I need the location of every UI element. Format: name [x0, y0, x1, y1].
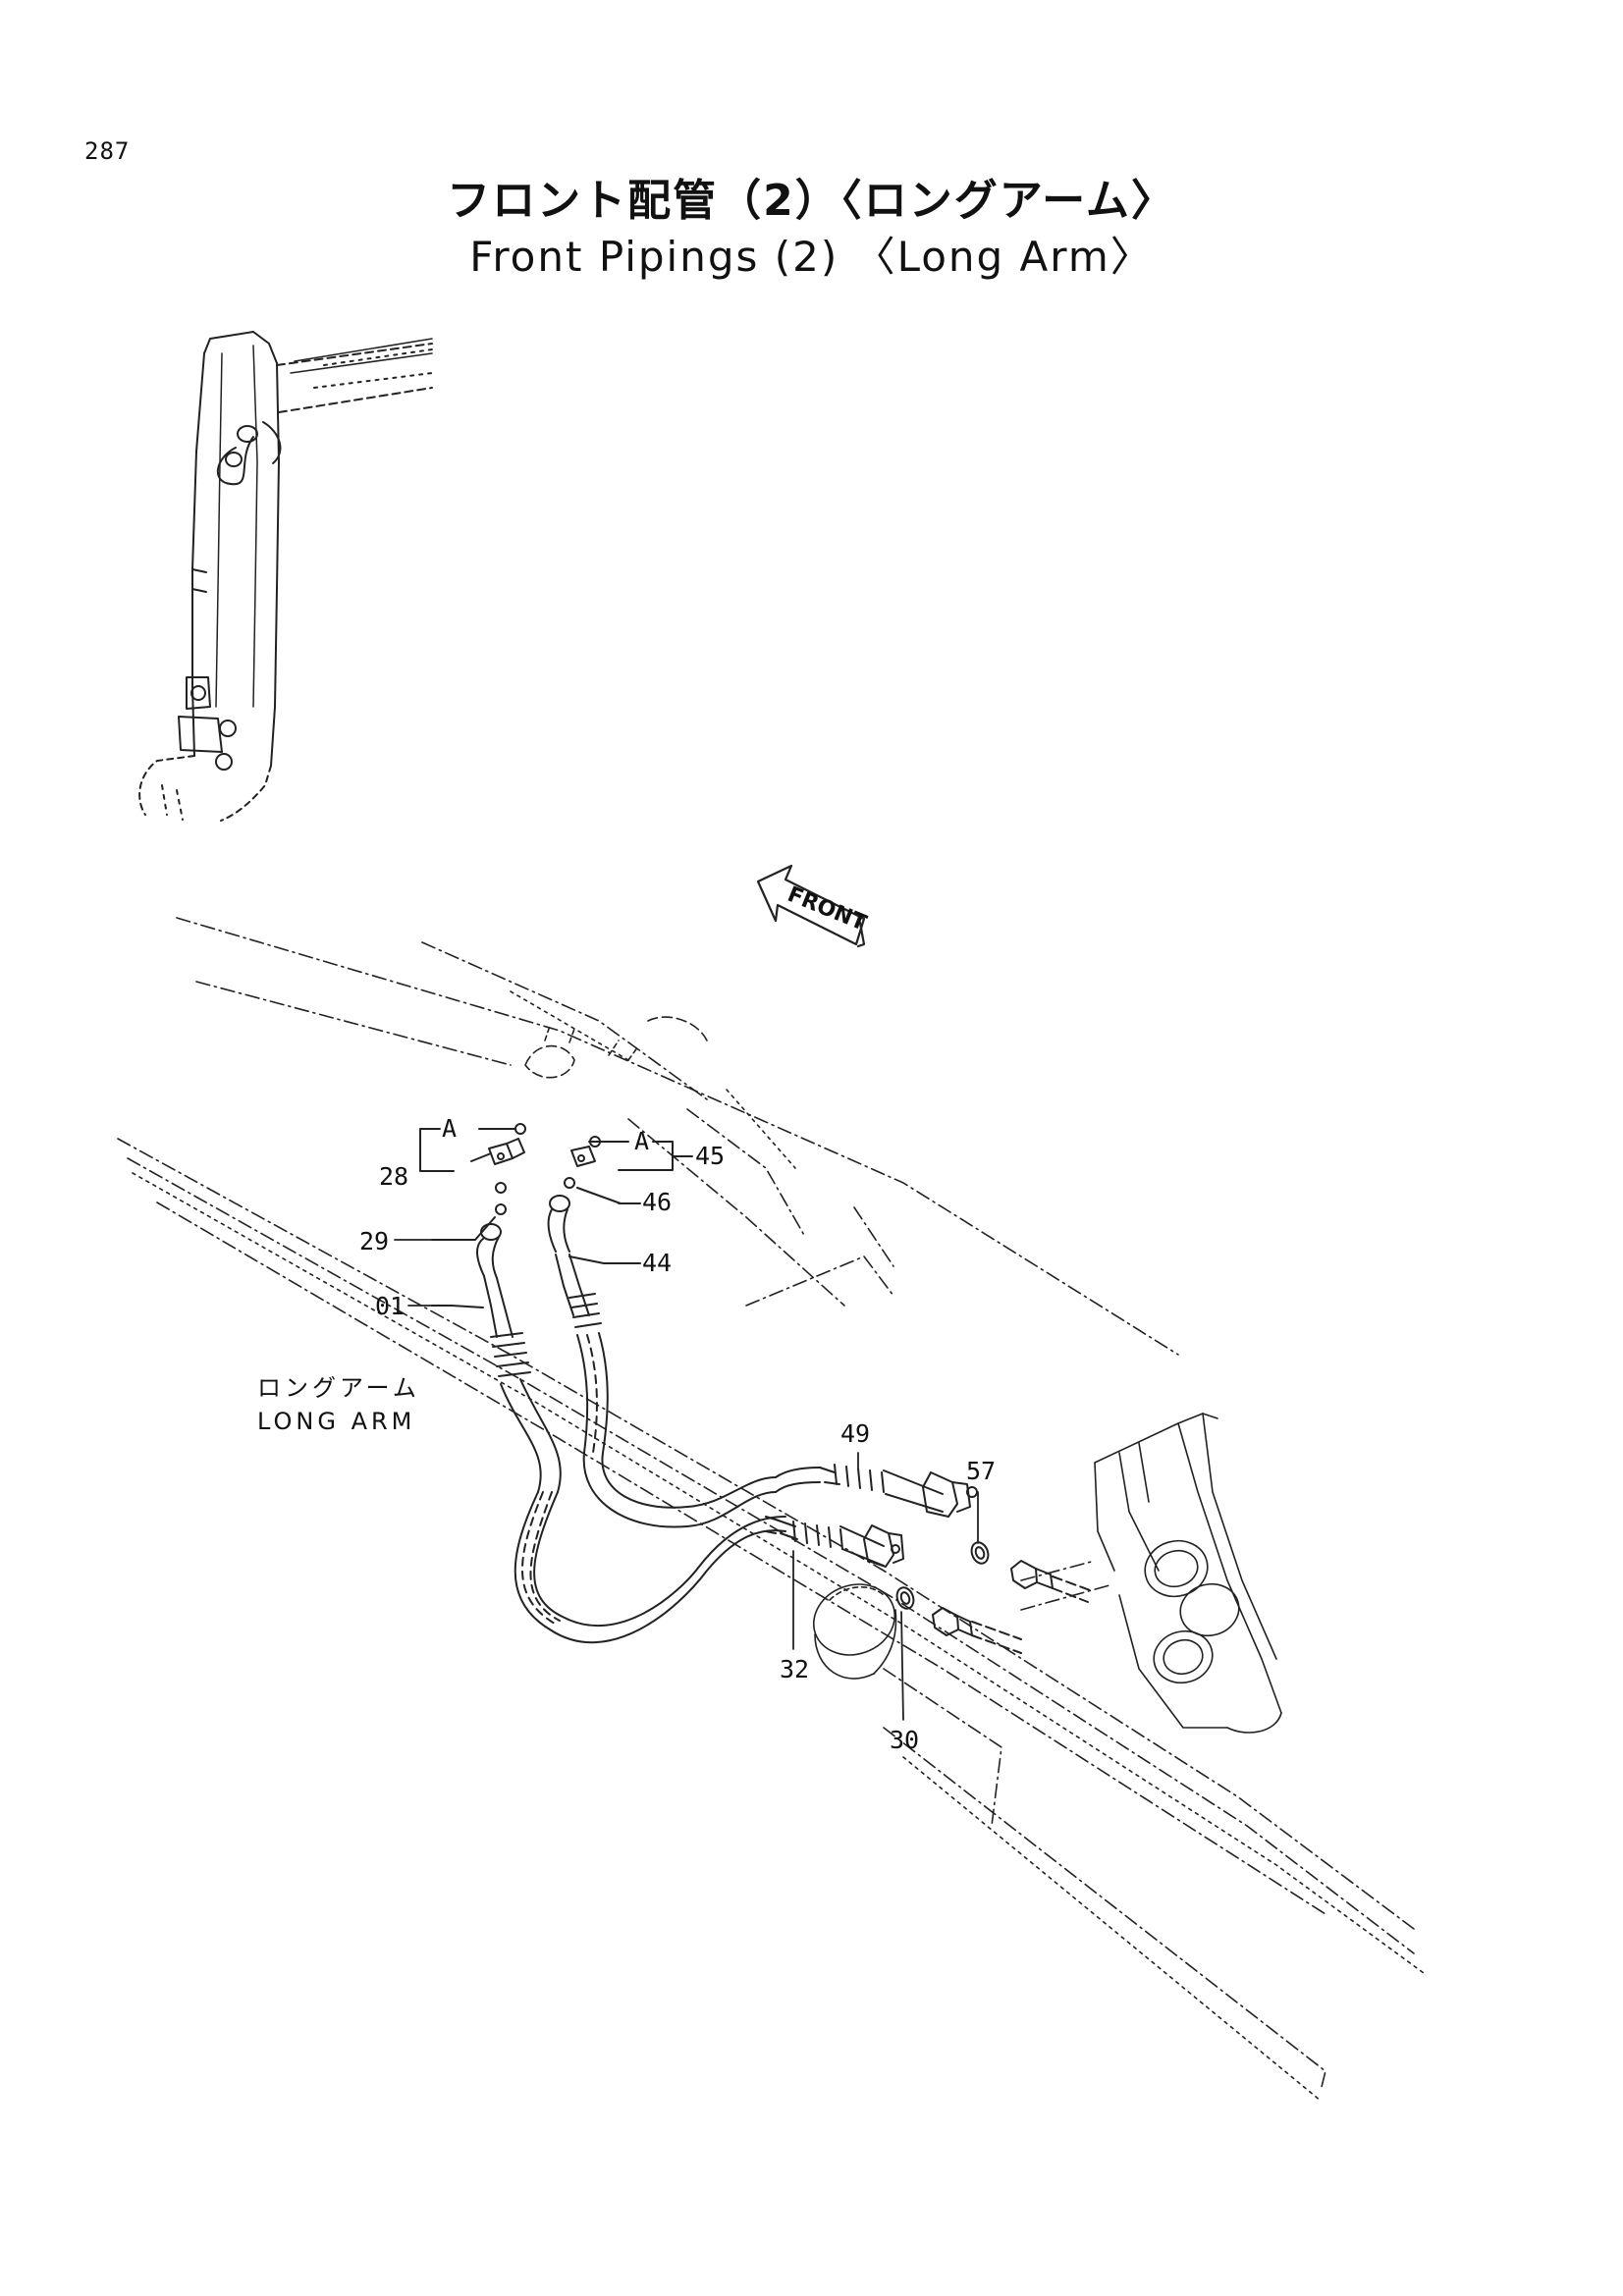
callout-46: 46: [642, 1188, 673, 1216]
hose-assembly-44: [555, 1254, 777, 1528]
elbow-29: [480, 1223, 502, 1241]
overview-inset: [138, 331, 433, 822]
washer-57: [970, 1541, 990, 1565]
front-direction-arrow-icon: [756, 864, 866, 948]
callout-45: 45: [695, 1142, 726, 1170]
hose-assembly-32: [765, 1516, 904, 1568]
o-ring-28: [495, 1182, 507, 1194]
callout-01: 01: [375, 1292, 406, 1320]
callout-32: 32: [780, 1655, 810, 1683]
hose-assembly-49: [775, 1464, 978, 1518]
o-ring-a-right: [589, 1136, 601, 1148]
adapter-45: [570, 1146, 596, 1167]
long-arm-label: ロングアーム LONG ARM: [257, 1372, 420, 1438]
callout-30: 30: [890, 1726, 920, 1754]
o-ring-29: [495, 1203, 507, 1215]
leader-lines: [394, 1202, 979, 1721]
washers-and-adapters: [895, 1541, 1091, 1654]
long-arm-label-en: LONG ARM: [257, 1407, 416, 1435]
long-arm-label-ja: ロングアーム: [257, 1374, 420, 1402]
callout-57: 57: [966, 1457, 997, 1485]
o-ring-a-left: [514, 1123, 526, 1135]
fittings-upper: [419, 1123, 693, 1279]
washer-30: [895, 1586, 915, 1610]
callout-ref-a-right: A: [634, 1127, 650, 1155]
hose-assembly-01: [431, 1275, 786, 1643]
callout-44: 44: [642, 1249, 673, 1277]
callout-28: 28: [379, 1162, 409, 1191]
title-japanese: フロント配管（2）〈ロングアーム〉: [447, 176, 1176, 226]
title-english: Front Pipings (2) 〈Long Arm〉: [469, 233, 1154, 281]
elbow-44: [549, 1195, 570, 1212]
page-number: 287: [84, 137, 131, 165]
long-arm-body: [117, 917, 1425, 2102]
o-ring-46: [564, 1177, 575, 1189]
callout-49: 49: [840, 1419, 871, 1448]
adapter-57: [1010, 1560, 1038, 1589]
callout-ref-a-left: A: [442, 1114, 458, 1143]
callout-29: 29: [359, 1227, 390, 1255]
